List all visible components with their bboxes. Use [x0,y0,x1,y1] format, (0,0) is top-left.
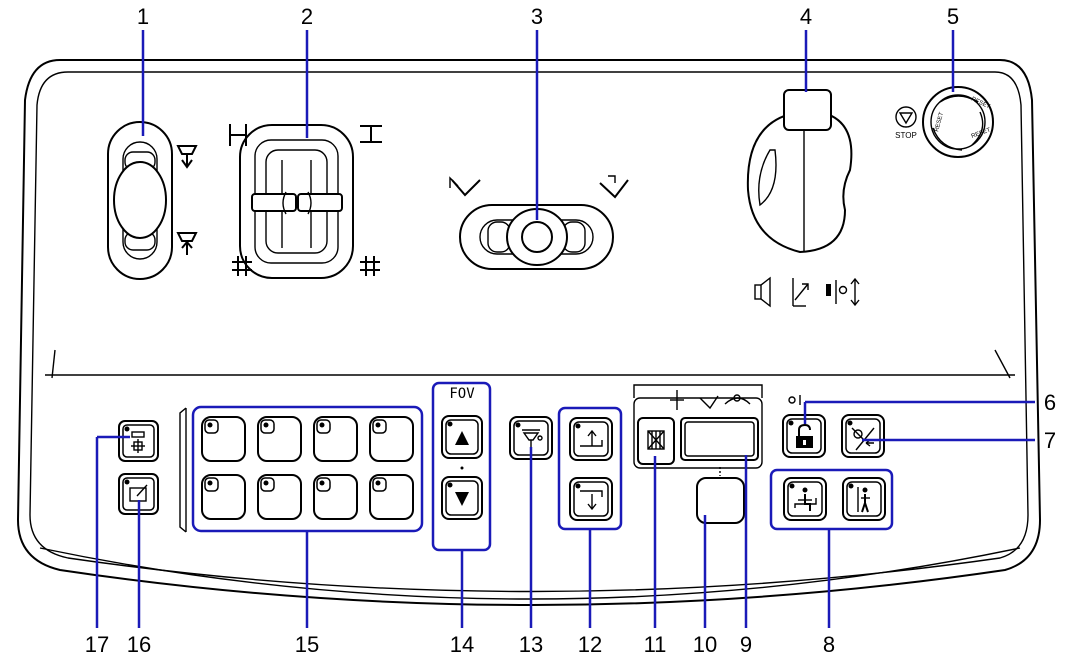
control-4-grip-handle [746,89,853,254]
preset-button-1 [201,416,246,462]
button-17-collimator-auto [118,420,159,462]
preset-button-8 [369,474,414,520]
callout-lines [95,30,1035,628]
table-up-button [569,417,613,461]
button-7-light-toggle [841,414,885,458]
preset-button-5 [201,474,246,520]
preset-button-7 [313,474,358,520]
table-down-button [569,477,613,521]
control-2-collimator [239,124,354,279]
collimator-horizontal-open-icon [229,124,247,146]
button-13-tube-tilt [509,416,553,460]
control-1-tilt-joystick [107,121,173,280]
stop-label: STOP [895,131,917,140]
callout-7: 7 [1044,428,1056,453]
diagonal-move-icon [792,278,809,307]
callout-9: 9 [740,632,752,657]
collimator-close-right-icon [360,256,380,276]
collimator-close-left-icon [232,256,252,276]
stop-icon: STOP [895,106,917,140]
diagonal-arrows-icon [699,395,719,410]
rotate-arrows-icon [724,394,751,405]
unlock-icon-label [788,395,801,405]
preset-button-3 [313,416,358,462]
callout-box-8 [769,468,894,531]
tilt-left-icon [449,176,481,197]
display-module [633,384,763,469]
button-10-knob [696,477,745,524]
callout-1: 1 [137,4,149,29]
tilt-right-icon [599,175,629,199]
preset-button-6 [257,474,302,520]
callout-13: 13 [519,632,543,657]
control-5-emergency-stop: RESET RESET RESET [922,86,994,158]
callout-12: 12 [578,632,602,657]
callout-17: 17 [85,632,109,657]
patient-standing-button [842,477,886,521]
callout-6: 6 [1044,390,1056,415]
preset-button-2 [257,416,302,462]
callout-2: 2 [301,4,313,29]
collimator-vertical-open-icon [360,125,382,143]
detector-move-icon [826,277,860,307]
reset-label-3: RESET [934,111,945,132]
tilt-up-icon [176,145,198,169]
preset-bracket [179,407,187,533]
callout-5: 5 [947,4,959,29]
callout-numbers: 1 2 3 4 5 6 7 8 9 10 11 12 13 14 15 16 1… [85,4,1056,657]
move-arrows-icon [670,390,684,410]
fov-up-button [441,415,483,459]
speaker-icon [754,276,771,308]
preset-button-grid [201,416,414,520]
callout-box-14 [431,381,492,552]
fov-label: FOV [449,386,475,402]
tilt-down-icon [176,232,198,255]
callout-11: 11 [644,632,667,657]
callout-16: 16 [127,632,151,657]
callout-8: 8 [823,632,835,657]
callout-3: 3 [531,4,543,29]
callout-10: 10 [693,632,717,657]
callout-14: 14 [450,632,474,657]
preset-button-4 [369,416,414,462]
fov-down-button [441,476,483,520]
patient-lying-button [783,477,827,521]
callout-15: 15 [295,632,319,657]
display-9 [680,417,759,461]
callout-4: 4 [800,4,812,29]
console-body [16,59,1042,606]
